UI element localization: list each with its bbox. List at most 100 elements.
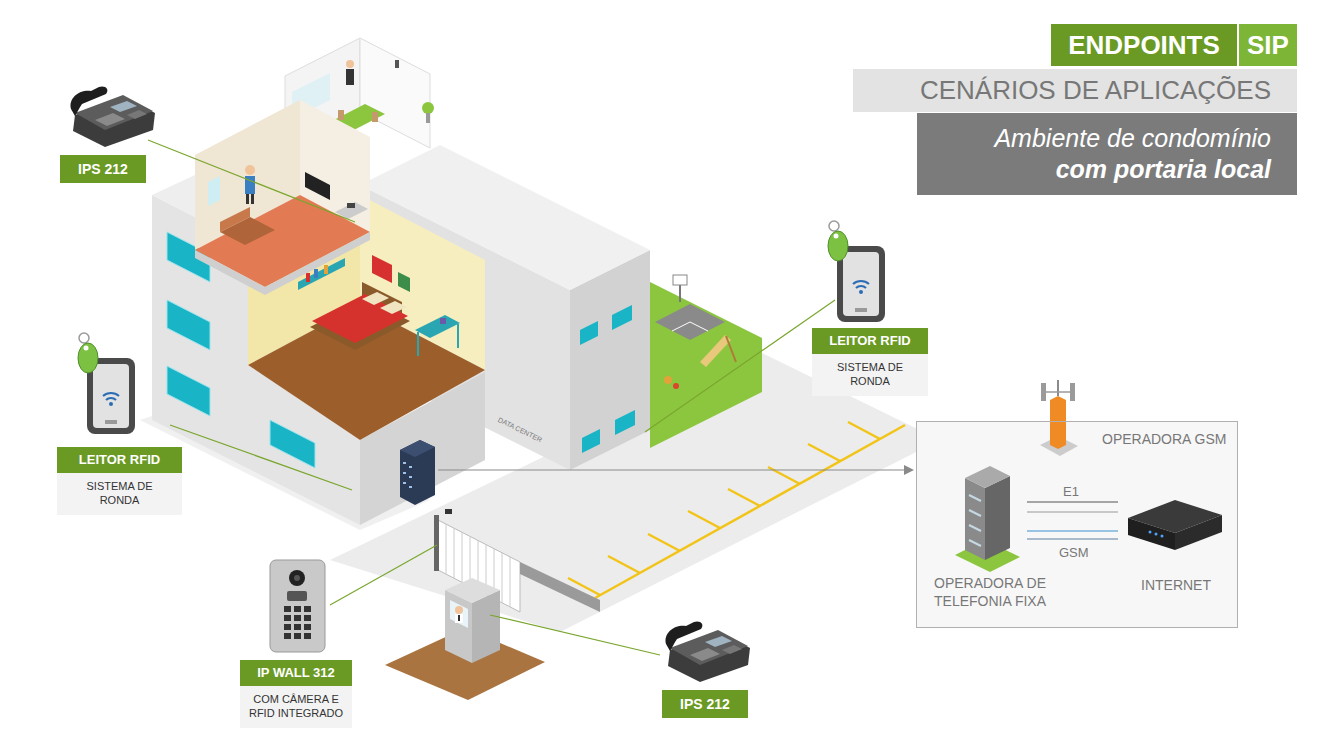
operator-panel-art (1155, 533, 1158, 536)
residential-building (380, 301, 407, 314)
building-block (615, 410, 635, 435)
device-label: IPS 212 (662, 690, 748, 718)
device-label: LEITOR RFIDSISTEMA DE RONDA (57, 447, 182, 515)
label-text: Ambiente de condomínio (927, 123, 1271, 154)
rfid-reader-icon (828, 221, 885, 322)
residential-building (347, 203, 355, 208)
top-floor (360, 38, 430, 148)
label-text: LEITOR RFID (812, 328, 928, 354)
description-text: COM CÂMERA E RFID INTEGRADO (246, 692, 346, 720)
intercom-icon (304, 606, 311, 612)
leader-line (330, 545, 437, 605)
operator-panel-art (1149, 531, 1152, 534)
residential-building (208, 176, 220, 206)
residential-building (167, 300, 210, 350)
operator-panel-art (969, 525, 981, 531)
gate (445, 509, 452, 514)
server-rack (403, 462, 406, 464)
data-link-arrow (438, 469, 905, 470)
gate (454, 528, 455, 578)
building-block (612, 305, 632, 330)
playground (700, 335, 731, 367)
residential-building (246, 194, 249, 204)
device-label: IPS 212 (60, 155, 146, 183)
operator-panel-art (916, 380, 1238, 628)
subtitle-band: CENÁRIOS DE APLICAÇÕES (853, 69, 1297, 112)
top-floor (338, 110, 344, 120)
top-floor (372, 112, 378, 122)
label-text: CENÁRIOS DE APLICAÇÕES (853, 69, 1271, 112)
intercom-icon (294, 624, 301, 630)
scenario-box: Ambiente de condomíniocom portaria local (917, 113, 1297, 195)
operator-panel-art (1057, 380, 1059, 396)
operator-panel-art (1070, 383, 1075, 401)
guard-booth (445, 578, 500, 603)
residential-building (152, 100, 485, 525)
description-panel: SISTEMA DE RONDA (812, 354, 928, 396)
leader-line (170, 425, 352, 490)
parking-lines (848, 422, 880, 439)
playground (726, 336, 736, 362)
intercom-icon (294, 606, 301, 612)
parking-lines (648, 534, 680, 551)
gate (446, 524, 447, 574)
residential-building (306, 273, 310, 282)
server-rack (403, 482, 406, 484)
server-rack (400, 440, 435, 505)
operator-panel-art (916, 421, 1238, 628)
guard-booth (458, 615, 460, 621)
intercom-icon (284, 615, 291, 621)
parking-lines (608, 556, 640, 573)
description-text: SISTEMA DE RONDA (85, 479, 155, 507)
guard-booth (450, 600, 468, 628)
residential-building (314, 269, 318, 278)
residential-building (251, 194, 254, 204)
parking-lines (568, 422, 905, 598)
gate (434, 509, 600, 612)
title-box: ENDPOINTS (1051, 24, 1237, 66)
intercom-icon (304, 624, 311, 630)
intercom-icon (304, 615, 311, 621)
top-floor (395, 60, 399, 68)
operator-panel-art (965, 466, 1010, 488)
leader-line (148, 140, 355, 222)
label-text: INTERNET (1141, 577, 1211, 593)
parking-lines (688, 511, 720, 528)
guard-booth (455, 614, 463, 623)
intercom-icon (294, 615, 301, 621)
label-text: OPERADORA GSM (1102, 431, 1226, 447)
guard-booth (455, 606, 463, 614)
gate (470, 536, 471, 586)
description-panel: SISTEMA DE RONDA (57, 473, 182, 515)
operator-panel-art (969, 495, 981, 501)
description-panel: COM CÂMERA E RFID INTEGRADO (240, 686, 352, 728)
playground (672, 322, 708, 331)
top-floor (426, 113, 430, 123)
server-rack (400, 440, 435, 505)
label-text: SIP (1243, 24, 1293, 66)
guard-booth (445, 578, 500, 663)
intercom-icon (294, 633, 301, 639)
operator-panel-art (1027, 511, 1118, 512)
intercom-icon (284, 624, 291, 630)
label-text: OPERADORA DE TELEFONIA FIXA (934, 574, 1064, 610)
gate (502, 553, 503, 603)
playground (655, 304, 725, 340)
gate (520, 562, 600, 612)
playground (650, 282, 762, 448)
server-rack (409, 466, 412, 468)
title-box: SIP (1237, 24, 1297, 66)
playground (673, 275, 687, 285)
device-label: IP WALL 312COM CÂMERA E RFID INTEGRADO (240, 660, 352, 728)
operator-panel-art (1050, 396, 1066, 449)
operator-panel-art (1161, 535, 1164, 538)
rfid-reader-icon (78, 333, 135, 434)
playground (673, 383, 679, 389)
operator-panel: OPERADORA GSM OPERADORA DE TELEFONIA FIXA… (916, 421, 1238, 628)
operator-panel-art (965, 478, 985, 560)
leader-line (490, 615, 660, 655)
gate (462, 532, 463, 582)
link-label: GSM (1059, 545, 1089, 560)
operator-panel-art (1027, 501, 1118, 502)
